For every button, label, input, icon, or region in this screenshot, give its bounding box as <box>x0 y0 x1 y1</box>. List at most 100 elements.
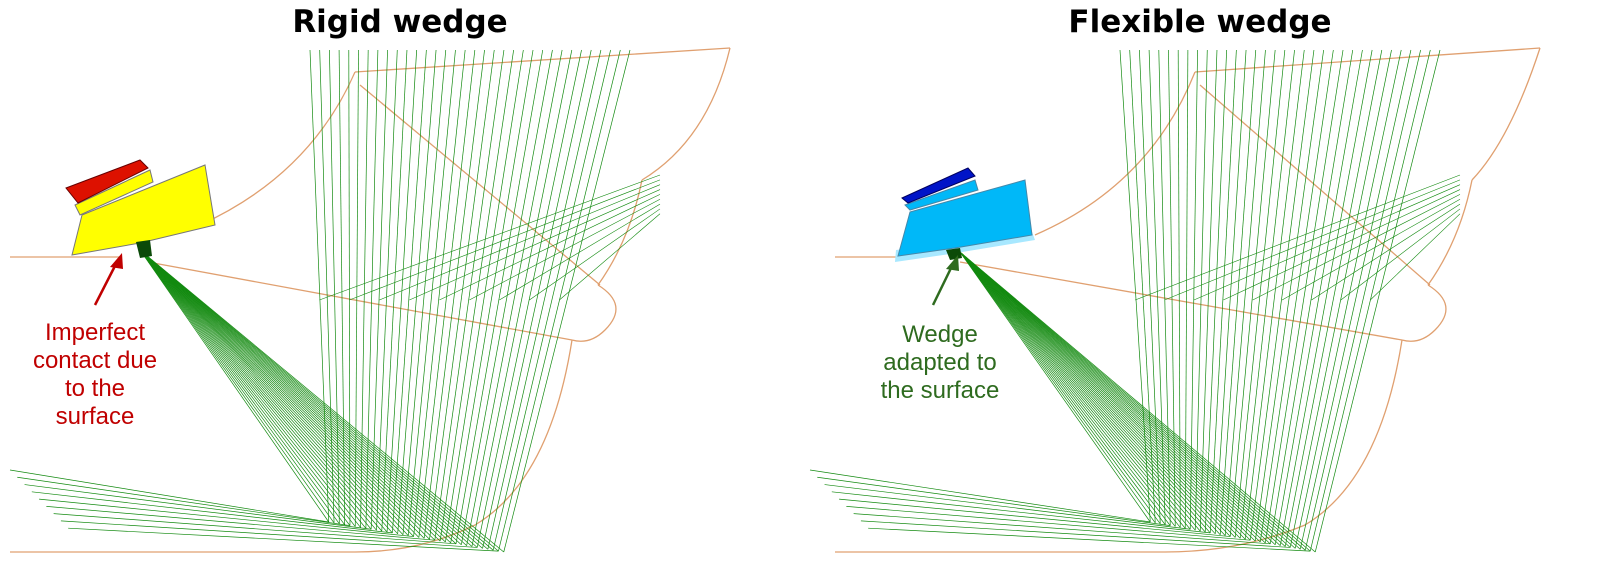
beam-ray <box>68 527 499 552</box>
beam-ray <box>139 249 504 553</box>
beam-ray <box>139 249 409 536</box>
beam-ray <box>139 249 356 527</box>
beam-ray <box>839 498 1231 537</box>
beam-ray <box>1244 49 1305 540</box>
beam-ray <box>959 251 1156 524</box>
beam-ray <box>1309 49 1431 552</box>
panel-title: Flexible wedge <box>1068 4 1332 40</box>
beam-ray <box>139 249 457 545</box>
beam-ray <box>24 484 372 530</box>
beam-ray <box>338 49 346 525</box>
beam-rays <box>809 49 1461 553</box>
beam-ray <box>1269 49 1354 544</box>
annotation-text: Imperfect contact due to the surface <box>32 319 158 430</box>
beam-ray <box>1234 49 1286 538</box>
beam-ray <box>17 476 351 526</box>
rigid-wedge-panel: Rigid wedge Imperfect contact due <box>9 4 731 553</box>
beam-ray <box>959 251 1231 537</box>
annotation-arrow <box>931 255 959 306</box>
contact-footprint <box>946 248 962 260</box>
beam-ray <box>139 249 335 524</box>
beam-ray <box>1274 49 1363 545</box>
beam-ray <box>959 251 1261 543</box>
beam-ray <box>1209 49 1237 533</box>
beam-ray <box>487 49 602 550</box>
beam-ray <box>559 213 661 301</box>
beam-ray <box>959 251 1266 544</box>
beam-ray <box>817 476 1171 526</box>
rigid-wedge-diagram <box>9 47 731 553</box>
beam-ray <box>1254 49 1324 542</box>
beam-ray <box>139 249 372 530</box>
beam-ray <box>853 513 1271 545</box>
beam-ray <box>959 251 1176 527</box>
beam-ray <box>959 251 1196 531</box>
beam-ray <box>1294 49 1402 549</box>
beam-ray <box>370 49 388 530</box>
beam-ray <box>1168 49 1176 527</box>
beam-ray <box>959 251 1251 541</box>
beam-ray <box>139 249 383 532</box>
beam-ray <box>139 249 330 523</box>
beam-ray <box>466 49 563 546</box>
beam-ray <box>860 520 1291 548</box>
beam-ray <box>959 251 1271 545</box>
beam-ray <box>381 49 408 532</box>
beam-ray <box>434 49 505 541</box>
beam-ray <box>529 208 661 301</box>
beam-ray <box>1148 49 1166 525</box>
beam-ray <box>1193 184 1461 301</box>
beam-ray <box>959 251 1316 553</box>
beam-ray <box>418 49 476 538</box>
beam-ray <box>139 249 361 528</box>
beam-ray <box>1239 49 1295 539</box>
annotation-arrow <box>93 253 123 306</box>
beam-ray <box>376 49 398 531</box>
beam-ray <box>469 198 661 301</box>
beam-ray <box>1370 213 1461 301</box>
beam-ray <box>959 251 1311 552</box>
beam-ray <box>445 49 524 543</box>
beam-ray <box>392 49 427 533</box>
beam-ray <box>139 249 377 531</box>
beam-ray <box>139 249 388 533</box>
beam-ray <box>959 251 1181 528</box>
beam-ray <box>46 506 435 541</box>
beam-ray <box>1284 49 1383 547</box>
wedge-body <box>71 164 216 256</box>
beam-ray <box>139 249 462 545</box>
beam-ray <box>139 249 393 534</box>
beam-ray <box>959 251 1306 551</box>
panel-title: Rigid wedge <box>292 4 508 40</box>
beam-ray <box>139 249 436 541</box>
beam-ray <box>407 49 456 536</box>
beam-ray <box>492 49 611 551</box>
beam-ray <box>499 203 661 301</box>
beam-ray <box>455 49 544 544</box>
beam-ray <box>1164 179 1461 301</box>
beam-ray <box>959 251 1301 550</box>
beam-ray <box>959 251 1226 536</box>
beam-ray <box>959 251 1291 548</box>
beam-ray <box>959 251 1256 542</box>
beam-ray <box>959 251 1211 534</box>
beam-ray <box>1189 49 1198 530</box>
beam-ray <box>365 49 379 529</box>
beam-ray <box>354 49 359 527</box>
beam-ray <box>959 251 1236 538</box>
flexible-wedge-diagram <box>809 47 1541 553</box>
beam-ray <box>139 249 489 550</box>
beam-ray <box>1119 49 1151 523</box>
contact-footprint <box>136 240 152 258</box>
beam-ray <box>402 49 447 535</box>
beam-ray <box>139 249 467 546</box>
annotation-text: Wedge adapted to the surface <box>880 321 1000 404</box>
beam-ray <box>1204 49 1228 533</box>
beam-ray <box>1311 203 1461 301</box>
transducer-element <box>65 159 149 204</box>
beam-ray <box>959 251 1186 529</box>
beam-ray <box>53 513 457 545</box>
beam-ray <box>439 194 661 301</box>
flexible-wedge-panel: Flexible wedge Wedge adapted <box>800 0 1600 570</box>
component-outline <box>835 47 1541 553</box>
